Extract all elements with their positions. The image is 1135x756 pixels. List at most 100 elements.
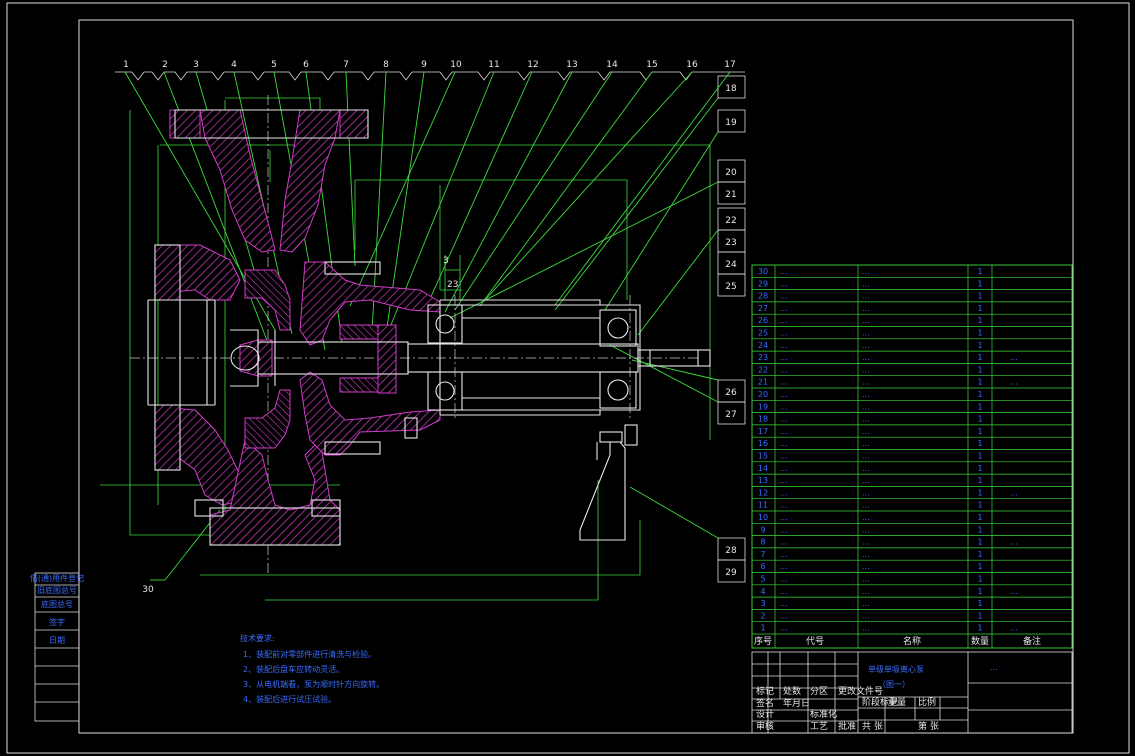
bom-cell-qty: 1 — [977, 267, 982, 276]
bom-cell-no: 9 — [760, 525, 765, 534]
bom-cell-code: ... — [780, 329, 788, 338]
bom-cell-code: ... — [780, 316, 788, 325]
drawing-subtitle: （图一） — [878, 680, 910, 689]
bom-cell-no: 21 — [758, 378, 768, 387]
side-block-cell: 底图总号 — [41, 599, 73, 609]
bom-header-qty: 数量 — [971, 635, 989, 647]
bom-cell-name: ... — [862, 439, 870, 448]
bom-cell-code: ... — [780, 378, 788, 387]
tech-note-line: 3、从电机端看，泵为顺时针方向旋转。 — [243, 679, 384, 689]
bom-cell-qty: 1 — [977, 304, 982, 313]
title-block-cell: 批准 — [838, 720, 856, 732]
part-label-28: 28 — [725, 546, 737, 556]
bom-cell-code: ... — [780, 353, 788, 362]
bom-cell-qty: 1 — [977, 611, 982, 620]
bom-cell-code: ... — [780, 525, 788, 534]
drawing-title: 单级单吸离心泵 — [868, 664, 924, 674]
bom-cell-no: 8 — [760, 538, 765, 547]
part-label-22: 22 — [725, 216, 736, 226]
bom-cell-no: 4 — [760, 587, 765, 596]
bom-cell-no: 30 — [758, 267, 768, 276]
part-label-7: 7 — [343, 60, 349, 70]
bom-cell-name: ... — [862, 538, 870, 547]
bom-cell-code: ... — [780, 587, 788, 596]
bom-cell-qty: 1 — [977, 427, 982, 436]
title-block-texts: 单级单吸离心泵（图一）...标记处数分区更改文件号签名年月日设计标准化阶段标记重… — [756, 663, 998, 732]
bom-cell-name: ... — [862, 611, 870, 620]
bom-cell-code: ... — [780, 513, 788, 522]
dimension-texts: 323 — [443, 256, 458, 290]
bom-cell-qty: 1 — [977, 562, 982, 571]
bom-cell-qty: 1 — [977, 365, 982, 374]
side-block-cell: 日期 — [49, 636, 65, 645]
bom-cell-remark: ... — [1010, 587, 1018, 596]
bom-cell-no: 23 — [758, 353, 768, 362]
bom-frame — [751, 264, 1073, 649]
bom-cell-qty: 1 — [977, 525, 982, 534]
bom-cell-code: ... — [780, 292, 788, 301]
part-label-15: 15 — [646, 60, 657, 70]
bom-cell-qty: 1 — [977, 464, 982, 473]
bom-cell-code: ... — [780, 624, 788, 633]
part-label-6: 6 — [303, 60, 309, 70]
tech-notes-title: 技术要求: — [240, 633, 275, 643]
part-label-30: 30 — [142, 585, 154, 595]
bom-cell-no: 14 — [758, 464, 768, 473]
bom-cell-code: ... — [780, 464, 788, 473]
part-label-4: 4 — [231, 60, 237, 70]
bom-cell-no: 29 — [758, 279, 768, 288]
title-block-cell: 重量 — [888, 696, 906, 708]
bom-cell-name: ... — [862, 575, 870, 584]
dim-text-1: 3 — [443, 256, 449, 266]
title-block-cell: 年月日 — [783, 697, 810, 709]
title-block-cell: 签名 — [756, 697, 774, 709]
bom-cell-code: ... — [780, 304, 788, 313]
part-label-10: 10 — [450, 60, 462, 70]
bom-cell-qty: 1 — [977, 538, 982, 547]
side-block-cell: 旧底图总号 — [37, 585, 77, 595]
bom-cell-name: ... — [862, 341, 870, 350]
bom-header-name: 名称 — [903, 635, 921, 647]
bom-cell-no: 16 — [758, 439, 768, 448]
body-outlines — [147, 109, 711, 546]
bom-cell-no: 3 — [760, 599, 765, 608]
bom-cell-code: ... — [780, 575, 788, 584]
drawing-number: ... — [990, 663, 998, 672]
part-label-5: 5 — [271, 60, 277, 70]
bom-cell-remark: ... — [1010, 378, 1018, 387]
bom-cell-remark: ... — [1010, 353, 1018, 362]
bom-cell-no: 5 — [760, 575, 765, 584]
bom-cell-code: ... — [780, 550, 788, 559]
bom-cell-no: 17 — [758, 427, 768, 436]
part-label-20: 20 — [725, 168, 737, 178]
bom-cell-name: ... — [862, 304, 870, 313]
bom-cell-code: ... — [780, 427, 788, 436]
bom-cell-no: 13 — [758, 476, 768, 485]
bom-cell-no: 2 — [760, 611, 765, 620]
bom-cell-name: ... — [862, 267, 870, 276]
bom-cell-name: ... — [862, 488, 870, 497]
part-label-19: 19 — [725, 118, 737, 128]
bom-cell-no: 6 — [760, 562, 765, 571]
part-label-29: 29 — [725, 568, 737, 578]
part-label-27: 27 — [725, 410, 736, 420]
side-block-cell: 签字 — [49, 617, 65, 627]
part-label-25: 25 — [725, 282, 736, 292]
bom-cell-name: ... — [862, 624, 870, 633]
bom-cell-name: ... — [862, 390, 870, 399]
bom-cell-code: ... — [780, 279, 788, 288]
technical-notes: 技术要求:1、装配前对零部件进行清洗与检验。2、装配后盘车应转动灵活。3、从电机… — [240, 633, 384, 704]
bom-cell-remark: ... — [1010, 538, 1018, 547]
bom-cell-qty: 1 — [977, 292, 982, 301]
part-label-1: 1 — [123, 60, 129, 70]
part-label-3: 3 — [193, 60, 199, 70]
bom-cell-name: ... — [862, 501, 870, 510]
bom-cell-code: ... — [780, 267, 788, 276]
bom-header-no: 序号 — [754, 635, 772, 647]
bom-cell-qty: 1 — [977, 353, 982, 362]
bom-cell-code: ... — [780, 402, 788, 411]
part-label-11: 11 — [488, 60, 499, 70]
part-label-23: 23 — [725, 238, 736, 248]
